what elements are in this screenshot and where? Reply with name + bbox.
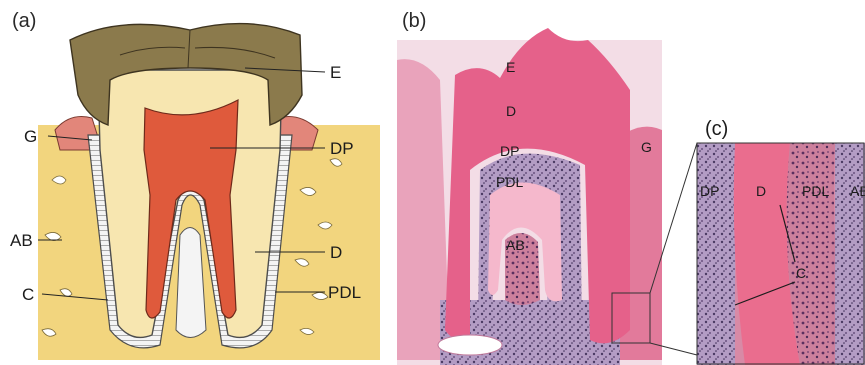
- label-c-dental-pulp: DP: [700, 183, 719, 199]
- label-b-enamel: E: [506, 59, 515, 75]
- label-b-dentin: D: [506, 103, 516, 119]
- panel-c-letter: (c): [705, 118, 728, 140]
- zoom-pulp-strip: [697, 143, 735, 365]
- label-a-dental-pulp: DP: [330, 139, 354, 158]
- panel-b-histology: E D DP PDL AB G: [397, 28, 662, 365]
- label-c-alveolar-bone: AB: [850, 183, 865, 199]
- label-a-gingiva: G: [24, 127, 37, 146]
- panel-a-schematic: E G DP AB D C PDL: [10, 24, 380, 360]
- label-a-periodontal-ligament: PDL: [328, 283, 361, 302]
- label-c-periodontal-ligament: PDL: [802, 183, 829, 199]
- label-b-periodontal-ligament: PDL: [496, 174, 523, 190]
- histo-vessel: [438, 335, 502, 355]
- label-b-alveolar-bone: AB: [506, 237, 525, 253]
- zoom-bone-strip: [835, 143, 865, 365]
- label-b-gingiva: G: [641, 139, 652, 155]
- label-a-alveolar-bone: AB: [10, 231, 33, 250]
- label-a-enamel: E: [330, 63, 341, 82]
- label-c-cementum: C: [796, 265, 806, 281]
- label-a-dentin: D: [330, 243, 342, 262]
- panel-c-zoom: DP D PDL AB C: [697, 143, 865, 365]
- label-c-dentin: D: [756, 183, 766, 199]
- label-b-dental-pulp: DP: [500, 143, 519, 159]
- label-a-cementum: C: [22, 285, 34, 304]
